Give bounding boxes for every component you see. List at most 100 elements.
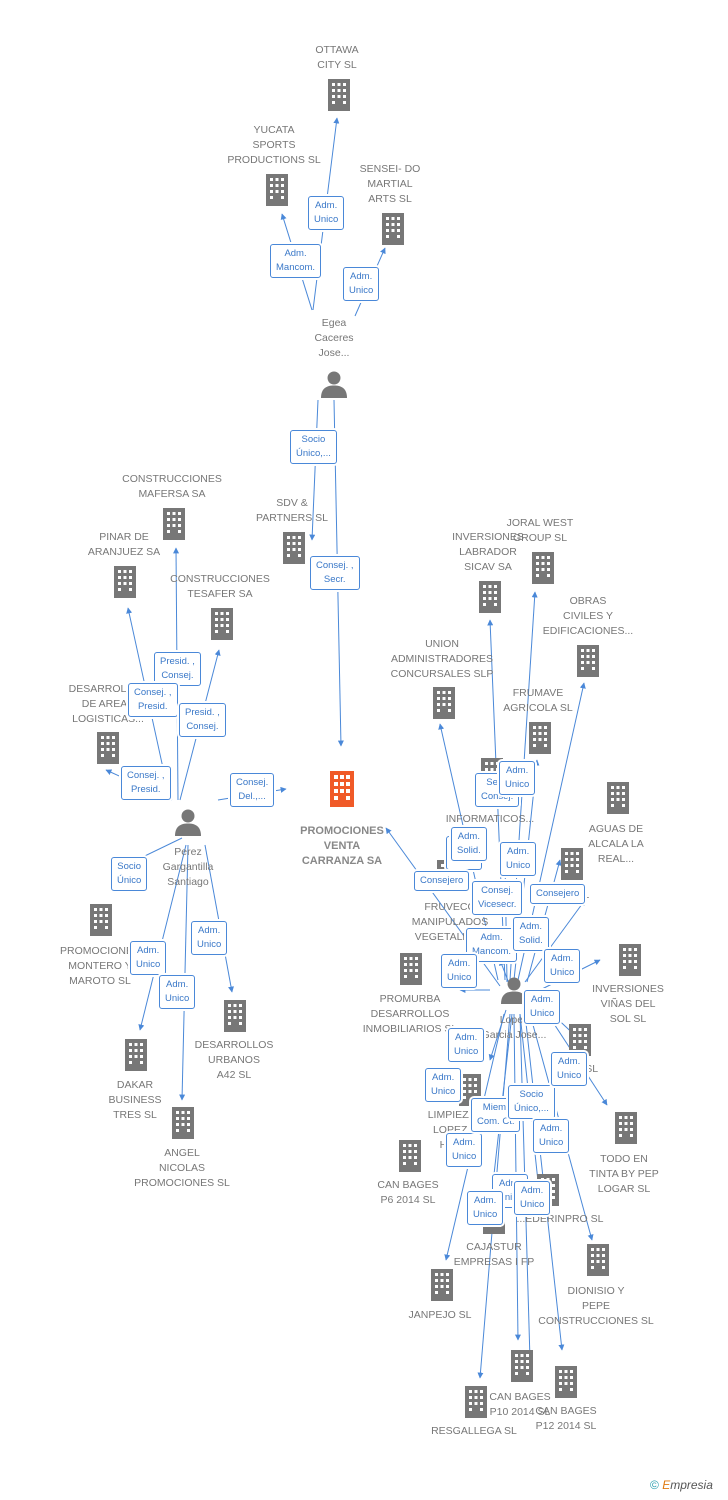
- relationship-label[interactable]: Adm. Unico: [308, 196, 345, 230]
- relationship-label[interactable]: Consejero: [530, 884, 586, 904]
- building-icon[interactable]: [88, 904, 114, 936]
- company-label[interactable]: CAJASTUR EMPRESAS I FP: [453, 1241, 535, 1268]
- relationship-label[interactable]: Consej. Vicesecr.: [472, 881, 523, 915]
- relationship-label[interactable]: Adm. Unico: [441, 954, 478, 988]
- building-icon[interactable]: [463, 1386, 489, 1418]
- relationship-edge: [524, 899, 586, 983]
- relationship-label[interactable]: Adm. Unico: [500, 842, 537, 876]
- building-icon[interactable]: [209, 608, 235, 640]
- person-icon[interactable]: [500, 976, 528, 1004]
- person-icon[interactable]: [174, 808, 202, 836]
- relationship-label[interactable]: Adm. Unico: [425, 1068, 462, 1102]
- building-icon[interactable]: [575, 645, 601, 677]
- company-label[interactable]: OTTAWA CITY SL: [315, 44, 359, 71]
- company-label[interactable]: CAN BAGES P6 2014 SL: [377, 1179, 439, 1206]
- relationship-label[interactable]: Presid. , Consej.: [154, 652, 201, 686]
- person-icon[interactable]: [320, 370, 348, 398]
- relationship-label[interactable]: Adm. Unico: [159, 975, 196, 1009]
- relationship-label[interactable]: Socio Único: [111, 857, 148, 891]
- relationship-label[interactable]: Adm. Unico: [533, 1119, 570, 1153]
- relationship-label[interactable]: Consej. , Presid.: [121, 766, 171, 800]
- company-label[interactable]: SENSEI- DO MARTIAL ARTS SL: [359, 163, 421, 205]
- relationship-label[interactable]: Consej. Del.,...: [230, 773, 275, 807]
- relationship-label[interactable]: Adm. Unico: [191, 921, 228, 955]
- building-icon[interactable]: [326, 79, 352, 111]
- company-label[interactable]: PINAR DE ARANJUEZ SA: [87, 531, 161, 558]
- company-label[interactable]: DIONISIO Y PEPE CONSTRUCCIONES SL: [538, 1285, 654, 1327]
- company-label[interactable]: CONSTRUCCIONES TESAFER SA: [170, 573, 270, 600]
- company-label[interactable]: DESARROLLOS URBANOS A42 SL: [194, 1039, 274, 1081]
- company-label[interactable]: RESGALLEGA SL: [431, 1425, 517, 1437]
- person-label[interactable]: Lopez Garcia Jose...: [481, 1014, 547, 1041]
- company-label[interactable]: DAKAR BUSINESS TRES SL: [108, 1079, 162, 1121]
- company-label[interactable]: SDV & PARTNERS SL: [256, 497, 328, 524]
- company-label[interactable]: FRUMAVE AGRICOLA SL: [503, 687, 573, 714]
- relationship-label[interactable]: Adm. Unico: [499, 761, 536, 795]
- building-icon[interactable]: [281, 532, 307, 564]
- company-label[interactable]: CAN BAGES P12 2014 SL: [535, 1405, 597, 1432]
- person-label[interactable]: Perez Gargantilla Santiago: [162, 846, 214, 888]
- building-icon[interactable]: [429, 1269, 455, 1301]
- building-icon[interactable]: [431, 687, 457, 719]
- building-icon[interactable]: [553, 1366, 579, 1398]
- company-label[interactable]: ANGEL NICOLAS PROMOCIONES SL: [134, 1147, 230, 1189]
- company-label[interactable]: CAN BAGES P10 2014 SL: [489, 1391, 551, 1418]
- company-label[interactable]: TODO EN TINTA BY PEP LOGAR SL: [589, 1153, 659, 1195]
- relationship-label[interactable]: Adm. Unico: [343, 267, 380, 301]
- relationship-label[interactable]: Adm. Unico: [514, 1181, 551, 1215]
- company-label[interactable]: UNION ADMINISTRADORES CONCURSALES SLP: [390, 638, 494, 680]
- relationship-label[interactable]: Adm. Unico: [446, 1133, 483, 1167]
- focus-company[interactable]: PROMOCIONES VENTA CARRANZA SA: [290, 756, 394, 884]
- building-icon[interactable]: [161, 508, 187, 540]
- building-icon[interactable]: [380, 213, 406, 245]
- building-icon[interactable]: [222, 1000, 248, 1032]
- building-icon[interactable]: [397, 1140, 423, 1172]
- building-icon[interactable]: [170, 1107, 196, 1139]
- relationship-label[interactable]: Adm. Unico: [130, 941, 167, 975]
- company-label[interactable]: ...EDERINPRO SL: [516, 1213, 604, 1225]
- company-label[interactable]: DESARROLLOS DE AREAS LOGISTICAS...: [68, 683, 148, 725]
- company-label[interactable]: JANPEJO SL: [408, 1309, 472, 1321]
- relationship-label[interactable]: Adm. Mancom.: [270, 244, 322, 278]
- relationship-label[interactable]: Adm. Unico: [524, 990, 561, 1024]
- copyright-icon: ©: [650, 1478, 659, 1492]
- building-icon[interactable]: [527, 722, 553, 754]
- building-icon[interactable]: [605, 782, 631, 814]
- relationship-label[interactable]: Adm. Unico: [544, 949, 581, 983]
- relationship-label[interactable]: Consej. , Presid.: [128, 683, 178, 717]
- relationship-label[interactable]: Presid. , Consej.: [179, 703, 226, 737]
- company-label[interactable]: JORAL WEST GROUP SL: [506, 517, 574, 544]
- relationship-label[interactable]: Socio Único,...: [290, 430, 337, 464]
- building-icon[interactable]: [567, 1024, 593, 1056]
- relationship-label[interactable]: Adm. Unico: [448, 1028, 485, 1062]
- relationship-label[interactable]: Adm. Unico: [551, 1052, 588, 1086]
- company-label[interactable]: YUCATA SPORTS PRODUCTIONS SL: [227, 124, 321, 166]
- building-icon[interactable]: [509, 1350, 535, 1382]
- relationship-edge: [179, 844, 189, 1101]
- person-label[interactable]: Egea Caceres Jose...: [314, 317, 354, 359]
- relationship-label[interactable]: Adm. Solid.: [451, 827, 487, 861]
- company-label[interactable]: INVERSIONES LABRADOR SICAV SA: [452, 531, 524, 573]
- relationship-label[interactable]: Consejero: [414, 871, 470, 891]
- building-icon[interactable]: [123, 1039, 149, 1071]
- company-label[interactable]: CONSTRUCCIONES MAFERSA SA: [122, 473, 222, 500]
- relationship-label[interactable]: Adm. Solid.: [513, 917, 549, 951]
- building-icon[interactable]: [617, 944, 643, 976]
- company-label[interactable]: OBRAS CIVILES Y EDIFICACIONES...: [542, 595, 634, 637]
- building-icon[interactable]: [95, 732, 121, 764]
- building-icon[interactable]: [398, 953, 424, 985]
- relationship-label[interactable]: Consej. , Secr.: [310, 556, 360, 590]
- building-icon[interactable]: [613, 1112, 639, 1144]
- building-icon[interactable]: [585, 1244, 611, 1276]
- relationship-label[interactable]: Socio Único,...: [508, 1085, 555, 1119]
- relationship-label[interactable]: Adm. Unico: [467, 1191, 504, 1225]
- company-label[interactable]: PROMOCIONES MONTERO Y MAROTO SL: [60, 945, 140, 987]
- building-icon[interactable]: [112, 566, 138, 598]
- building-icon[interactable]: [477, 581, 503, 613]
- building-icon[interactable]: [530, 552, 556, 584]
- brand-name: Empresia: [662, 1478, 713, 1492]
- building-icon[interactable]: [264, 174, 290, 206]
- company-label[interactable]: AGUAS DE ALCALA LA REAL...: [588, 823, 644, 865]
- company-label[interactable]: INVERSIONES VIÑAS DEL SOL SL: [592, 983, 664, 1025]
- building-icon[interactable]: [559, 848, 585, 880]
